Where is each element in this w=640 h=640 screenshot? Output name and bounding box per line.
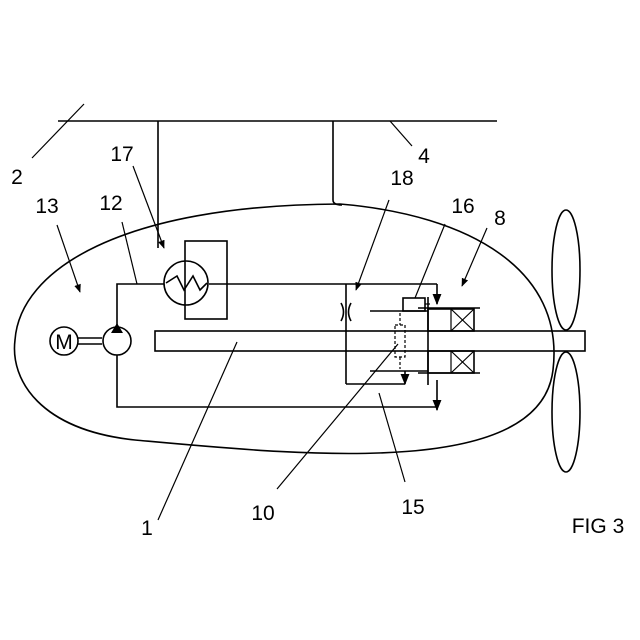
- callout-4: 4: [418, 145, 430, 168]
- callout-15: 15: [401, 496, 424, 519]
- callout-1: 1: [141, 517, 153, 540]
- motor: M: [50, 327, 102, 355]
- propeller: [552, 210, 580, 472]
- heat-exchanger: [164, 241, 227, 319]
- callout-13: 13: [35, 195, 58, 218]
- pump: [103, 323, 131, 355]
- motor-label: M: [55, 331, 73, 354]
- callout-8: 8: [494, 207, 506, 230]
- shaft-seal-bearing: [370, 297, 480, 385]
- callout-16: 16: [451, 195, 474, 218]
- figure-caption: FIG 3: [572, 515, 625, 538]
- callout-17: 17: [110, 143, 133, 166]
- propeller-shaft: [155, 331, 585, 351]
- callout-2: 2: [11, 166, 23, 189]
- callout-18: 18: [390, 167, 413, 190]
- callout-10: 10: [251, 502, 274, 525]
- pod-housing: [14, 204, 554, 454]
- hydraulic-circuit: [117, 284, 437, 410]
- callout-12: 12: [99, 192, 122, 215]
